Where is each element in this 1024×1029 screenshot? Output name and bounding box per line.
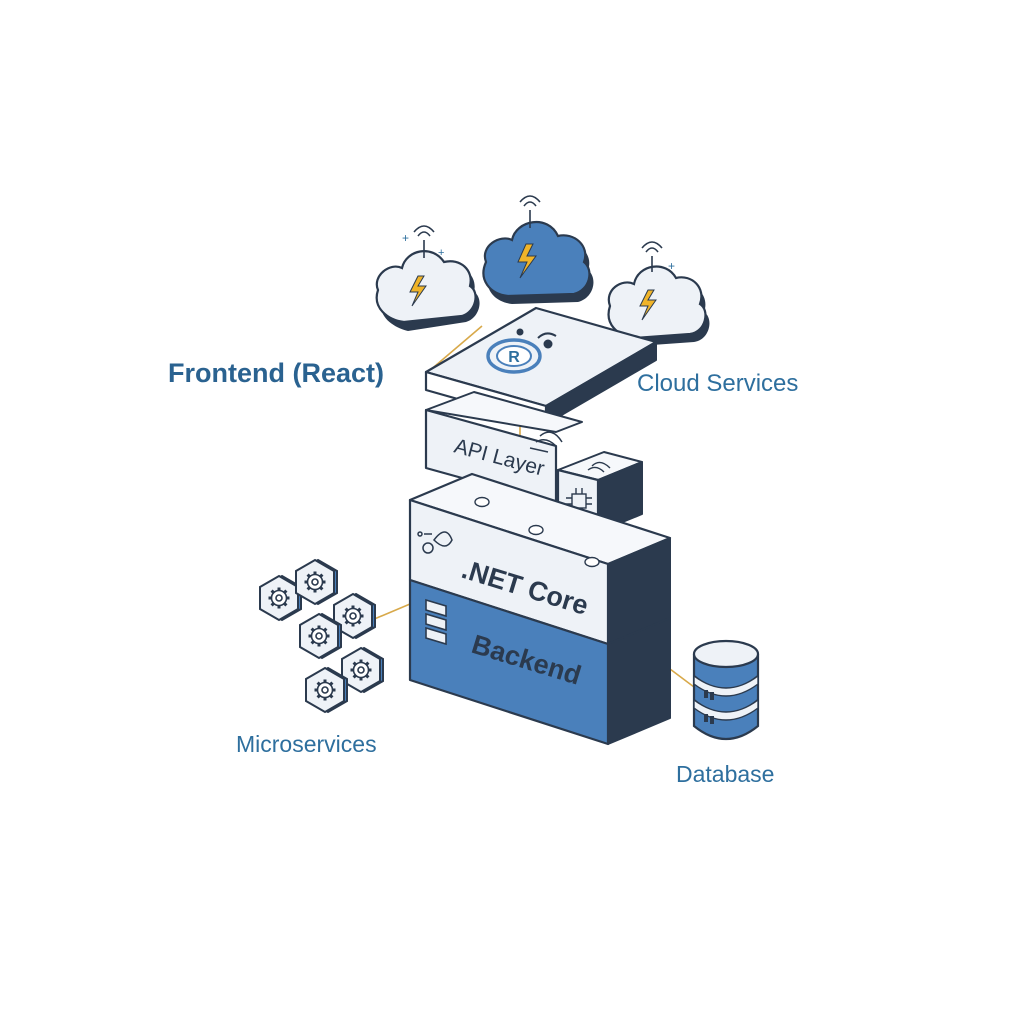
gear-hexagon-icon: [299, 612, 342, 660]
microservices-label: Microservices: [236, 731, 377, 757]
backend-block: Backend: [408, 578, 671, 746]
frontend-react-label: Frontend (React): [168, 358, 384, 388]
react-logo-icon: R: [486, 328, 557, 374]
net-core-block: .NET Core: [408, 472, 672, 646]
cloud-services-label: Cloud Services: [637, 370, 799, 397]
react-logo-letter: R: [508, 349, 520, 366]
cloud-center-icon: [482, 195, 594, 304]
svg-text:+: +: [402, 231, 409, 245]
database-label: Database: [676, 761, 775, 787]
gear-hexagon-icon: [259, 574, 302, 622]
cloud-left-icon: + +: [375, 225, 480, 331]
microservices-cluster: [259, 558, 384, 714]
port-circles: [474, 496, 600, 568]
cloud-services-group: + + +: [375, 195, 710, 346]
svg-text:+: +: [438, 247, 444, 259]
gear-hexagon-icon: [333, 592, 376, 640]
gear-leaf-icon: [417, 531, 453, 554]
cloud-right-icon: +: [607, 241, 710, 346]
signal-icon: [529, 431, 563, 453]
gear-hexagon-icon: [341, 646, 384, 694]
signal-icon: [587, 461, 611, 473]
gear-hexagon-icon: [305, 666, 348, 714]
gear-hexagon-icon: [295, 558, 338, 606]
svg-text:+: +: [668, 259, 675, 273]
server-rack-icon: [425, 598, 447, 646]
database-cylinder-icon: [692, 639, 760, 740]
